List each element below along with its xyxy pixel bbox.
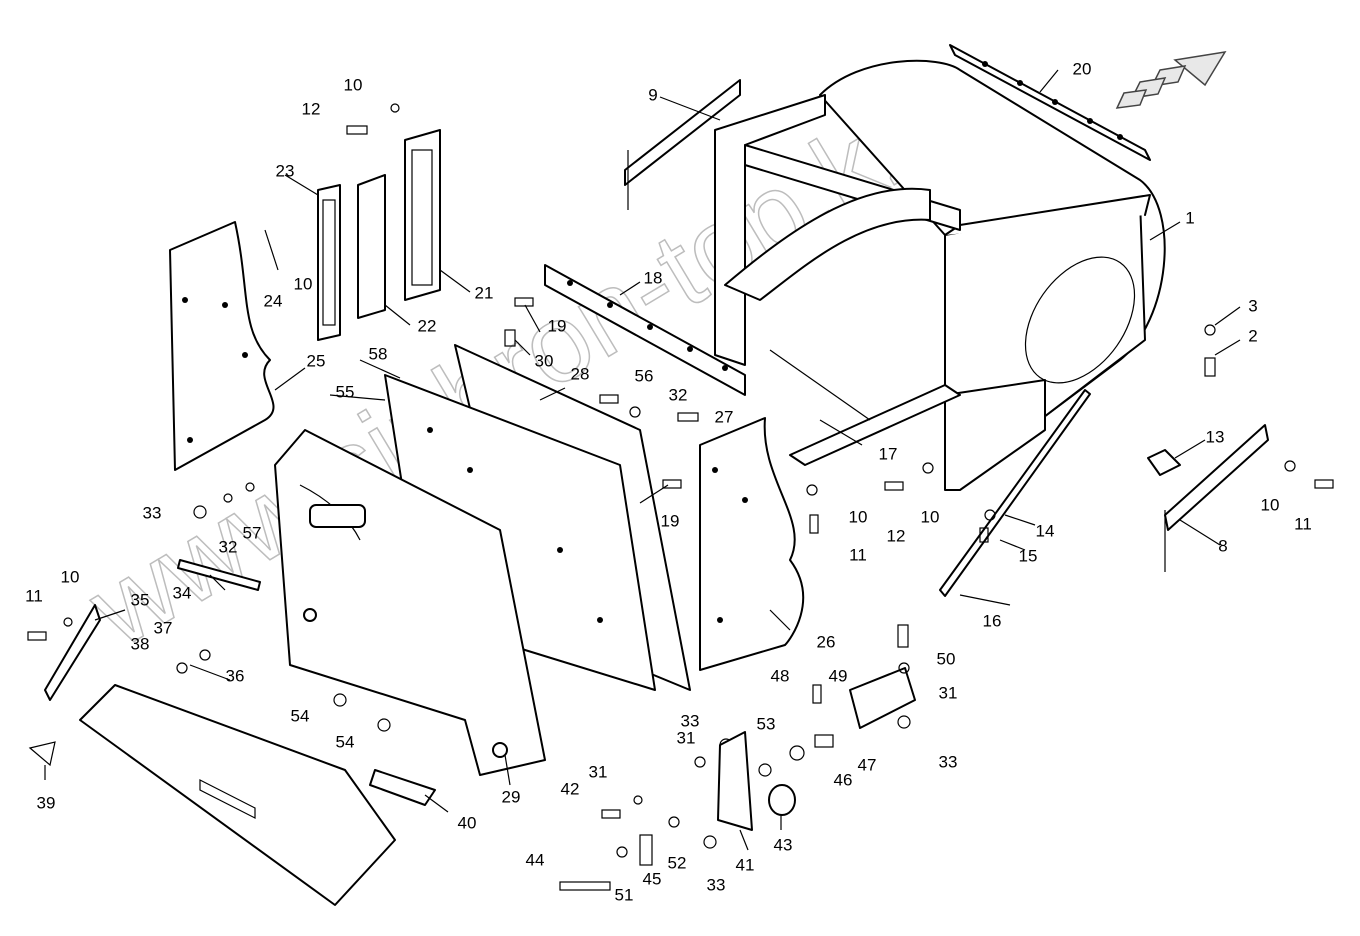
callout-34: 34: [173, 583, 192, 602]
callout-29: 29: [502, 787, 521, 806]
callout-27: 27: [715, 407, 734, 426]
callout-11: 11: [849, 545, 867, 564]
callout-11: 11: [25, 586, 43, 605]
part-29-housing: [274, 429, 546, 776]
callout-46: 46: [834, 770, 853, 789]
part-40-bar: [369, 769, 436, 806]
callout-33: 33: [681, 711, 700, 730]
callout-10: 10: [849, 507, 868, 526]
callout-44: 44: [526, 850, 545, 869]
part-20-strip: [949, 44, 1151, 161]
callout-25: 25: [307, 351, 326, 370]
callout-43: 43: [774, 835, 793, 854]
callout-51: 51: [615, 885, 634, 904]
callout-31: 31: [589, 762, 608, 781]
callout-33: 33: [939, 752, 958, 771]
part-18-plate: [544, 264, 746, 396]
part-13-pad: [1147, 449, 1181, 476]
part-34-bar: [177, 559, 261, 591]
part-21-channel: [404, 129, 441, 301]
callout-42: 42: [561, 779, 580, 798]
callout-18: 18: [644, 268, 663, 287]
callout-19: 19: [661, 511, 680, 530]
part-23-frame: [317, 184, 341, 341]
part-36-cover: [79, 684, 396, 906]
callout-52: 52: [668, 853, 687, 872]
callout-54: 54: [336, 732, 355, 751]
callout-22: 22: [418, 316, 437, 335]
callout-14: 14: [1036, 521, 1055, 540]
callout-33: 33: [143, 503, 162, 522]
callout-33: 33: [707, 875, 726, 894]
hardware-group: [27, 103, 1334, 891]
part-25-panel: [169, 221, 275, 471]
part-17-frame: [714, 94, 961, 466]
callout-15: 15: [1019, 546, 1038, 565]
callout-2: 2: [1248, 326, 1257, 345]
callout-28: 28: [571, 364, 590, 383]
callout-26: 26: [817, 632, 836, 651]
callout-49: 49: [829, 666, 848, 685]
part-8-bracket: [1164, 424, 1269, 572]
callout-23: 23: [276, 161, 295, 180]
callout-31: 31: [939, 683, 958, 702]
callout-11: 11: [1294, 514, 1312, 533]
callout-12: 12: [302, 99, 321, 118]
part-35-bracket: [44, 604, 101, 701]
callout-39: 39: [37, 793, 56, 812]
callout-45: 45: [643, 869, 662, 888]
callout-31: 31: [677, 728, 696, 747]
part-1-housing: [819, 59, 1166, 491]
callout-10: 10: [921, 507, 940, 526]
callout-37: 37: [154, 618, 173, 637]
callout-40: 40: [458, 813, 477, 832]
callout-8: 8: [1218, 536, 1227, 555]
callout-50: 50: [937, 649, 956, 668]
callout-55: 55: [336, 382, 355, 401]
callout-20: 20: [1073, 59, 1092, 78]
part-22-strip: [357, 174, 386, 319]
callout-41: 41: [736, 855, 755, 874]
leader-lines: [44, 69, 1241, 851]
callout-10: 10: [1261, 495, 1280, 514]
callout-32: 32: [219, 537, 238, 556]
callout-32: 32: [669, 385, 688, 404]
callout-47: 47: [858, 755, 877, 774]
callout-16: 16: [983, 611, 1002, 630]
callout-21: 21: [475, 283, 494, 302]
callout-24: 24: [264, 291, 283, 310]
callout-48: 48: [771, 666, 790, 685]
part-26-panel: [699, 417, 805, 671]
callout-19: 19: [548, 316, 567, 335]
callout-9: 9: [648, 85, 657, 104]
part-9-bracket: [624, 79, 741, 210]
callout-30: 30: [535, 351, 554, 370]
callout-13: 13: [1206, 427, 1225, 446]
callout-53: 53: [757, 714, 776, 733]
callout-35: 35: [131, 590, 150, 609]
callout-3: 3: [1248, 296, 1257, 315]
callout-10: 10: [294, 274, 313, 293]
callout-58: 58: [369, 344, 388, 363]
direction-arrow-icon: [1115, 51, 1227, 109]
callout-38: 38: [131, 634, 150, 653]
callout-17: 17: [879, 444, 898, 463]
callout-10: 10: [61, 567, 80, 586]
callout-labels: 1 2 3 8 9 10 10 10 10 10 10 11 11 11 12 …: [25, 59, 1312, 904]
callout-1: 1: [1185, 208, 1194, 227]
callout-12: 12: [887, 526, 906, 545]
part-16-rod: [939, 389, 1091, 597]
callout-57: 57: [243, 523, 262, 542]
callout-36: 36: [226, 666, 245, 685]
callout-56: 56: [635, 366, 654, 385]
callout-10: 10: [344, 75, 363, 94]
callout-54: 54: [291, 706, 310, 725]
